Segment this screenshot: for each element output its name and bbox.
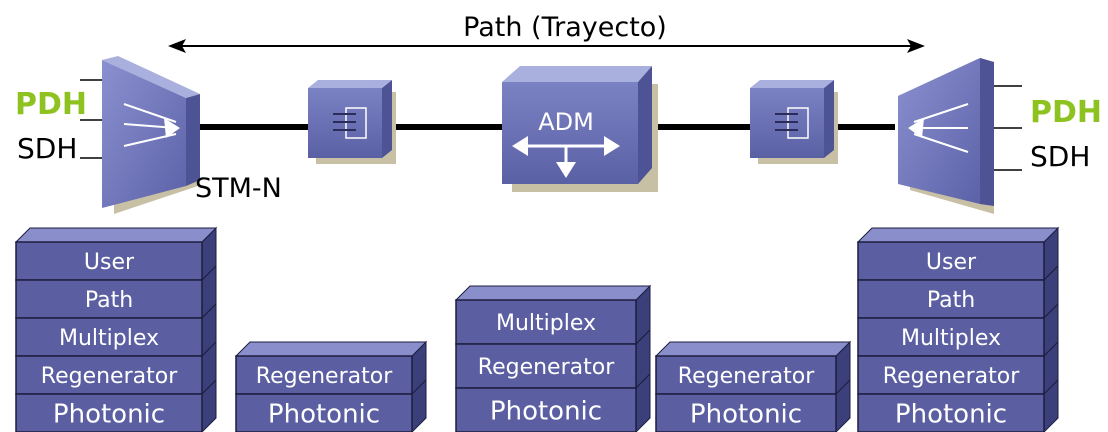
layer-label: Path xyxy=(85,288,133,313)
layer-label: Regenerator xyxy=(41,364,178,389)
layer-path: Path xyxy=(857,264,1059,320)
left-sdh-label: SDH xyxy=(17,132,77,165)
path-label: Path (Trayecto) xyxy=(463,12,667,43)
layer-photonic: Photonic xyxy=(15,378,217,432)
layer-regenerator: Regenerator xyxy=(654,340,852,396)
left-pdh-label: PDH xyxy=(15,87,87,122)
layer-label: Regenerator xyxy=(883,364,1020,389)
layer-photonic: Photonic xyxy=(455,372,651,432)
right-terminal-multiplexer xyxy=(898,58,1022,214)
layer-label: Multiplex xyxy=(59,326,159,351)
adm-label: ADM xyxy=(538,108,594,136)
layer-multiplex: Multiplex xyxy=(857,302,1059,358)
layer-label: Regenerator xyxy=(678,364,815,389)
layer-label: Photonic xyxy=(895,399,1007,429)
right-sdh-label: SDH xyxy=(1030,140,1090,173)
layer-label: Photonic xyxy=(490,396,602,426)
layer-label: User xyxy=(84,250,135,275)
layer-multiplex: Multiplex xyxy=(15,302,217,358)
layer-user: User xyxy=(856,226,1060,282)
layer-label: Photonic xyxy=(53,399,165,429)
path-arrow xyxy=(168,39,925,53)
layer-label: Regenerator xyxy=(256,364,393,389)
layer-label: Multiplex xyxy=(496,311,596,336)
left-regenerator xyxy=(308,80,396,164)
layer-regenerator: Regenerator xyxy=(455,328,651,390)
right-pdh-label: PDH xyxy=(1030,95,1102,130)
layer-label: Path xyxy=(927,288,975,313)
layer-photonic: Photonic xyxy=(235,378,427,432)
layer-photonic: Photonic xyxy=(857,378,1059,432)
layer-label: User xyxy=(926,250,977,275)
layer-label: Regenerator xyxy=(478,355,615,380)
right-regenerator xyxy=(750,80,838,164)
left-terminal-multiplexer xyxy=(80,56,200,214)
stm-n-label: STM-N xyxy=(195,173,282,204)
layer-path: Path xyxy=(15,264,217,320)
layer-label: Photonic xyxy=(268,399,380,429)
layer-multiplex: Multiplex xyxy=(454,284,652,346)
layer-regenerator: Regenerator xyxy=(857,340,1059,396)
add-drop-multiplexer xyxy=(502,66,658,192)
layer-regenerator: Regenerator xyxy=(15,340,217,396)
layer-regenerator: Regenerator xyxy=(234,340,428,396)
layer-label: Multiplex xyxy=(901,326,1001,351)
layer-label: Photonic xyxy=(690,399,802,429)
layer-stacks: UserPathMultiplexRegeneratorPhotonicRege… xyxy=(14,226,1060,432)
layer-photonic: Photonic xyxy=(655,378,851,432)
layer-user: User xyxy=(14,226,218,282)
